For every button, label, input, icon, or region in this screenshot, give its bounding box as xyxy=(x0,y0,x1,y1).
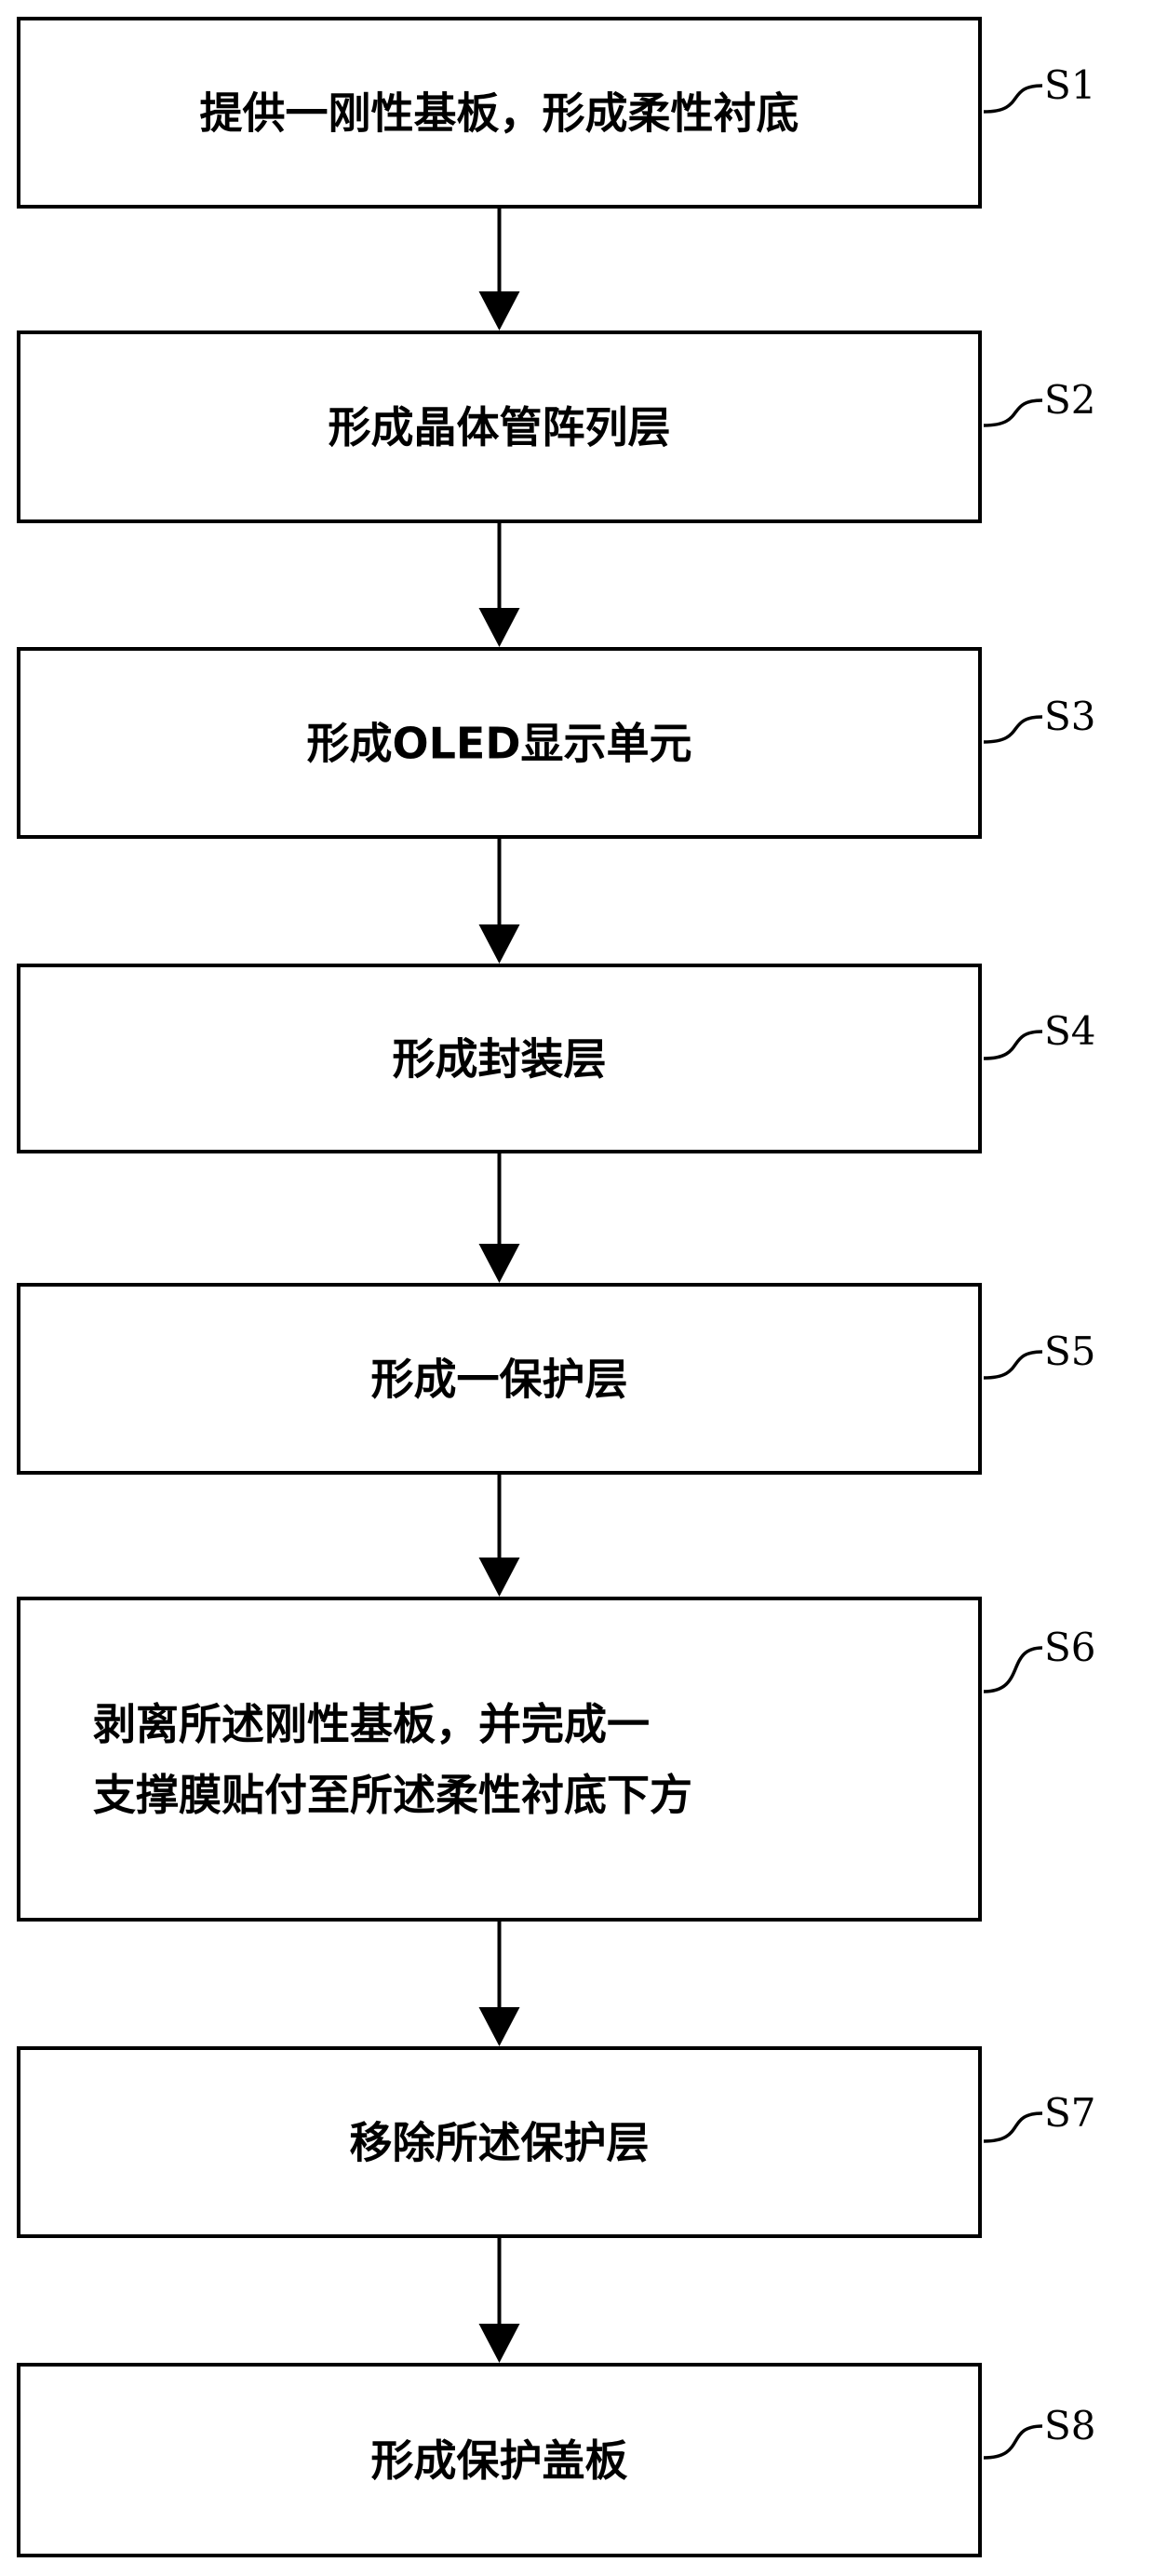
connector-arrow xyxy=(479,207,520,330)
step-text: 支撑膜贴付至所述柔性衬底下方 xyxy=(93,1770,692,1820)
connector-arrow xyxy=(479,2236,520,2363)
leader-line xyxy=(984,2426,1042,2458)
connector-arrow xyxy=(479,521,520,647)
step-text: 剥离所述刚性基板，并完成一 xyxy=(93,1699,650,1749)
arrowhead-icon xyxy=(479,1558,520,1597)
step-text: 移除所述保护层 xyxy=(350,2118,650,2168)
arrowhead-icon xyxy=(479,2324,520,2363)
leader-line xyxy=(984,86,1042,112)
step-s7: 移除所述保护层 S7 xyxy=(19,2048,1096,2236)
step-s8: 形成保护盖板 S8 xyxy=(19,2365,1096,2556)
step-text: 形成晶体管阵列层 xyxy=(329,402,671,452)
step-s5: 形成一保护层 S5 xyxy=(19,1285,1096,1473)
step-text: 形成一保护层 xyxy=(371,1355,628,1405)
connector-arrow xyxy=(479,1152,520,1283)
step-label: S2 xyxy=(1044,377,1096,423)
leader-line xyxy=(984,400,1042,425)
step-text: 形成封装层 xyxy=(393,1034,607,1085)
step-s3: 形成OLED显示单元 S3 xyxy=(19,649,1096,837)
arrowhead-icon xyxy=(479,1244,520,1283)
step-label: S1 xyxy=(1044,62,1096,108)
connector-arrow xyxy=(479,837,520,964)
step-s2: 形成晶体管阵列层 S2 xyxy=(19,332,1096,521)
leader-line xyxy=(984,1648,1042,1692)
step-label: S5 xyxy=(1044,1328,1096,1374)
arrowhead-icon xyxy=(479,291,520,330)
arrowhead-icon xyxy=(479,608,520,647)
step-text: 形成OLED显示单元 xyxy=(306,719,691,769)
arrowhead-icon xyxy=(479,924,520,964)
leader-line xyxy=(984,717,1042,742)
step-s4: 形成封装层 S4 xyxy=(19,965,1096,1152)
step-text: 提供一刚性基板，形成柔性衬底 xyxy=(200,88,799,139)
step-label: S8 xyxy=(1044,2403,1096,2448)
leader-line xyxy=(984,1352,1042,1378)
step-label: S7 xyxy=(1044,2090,1096,2136)
connector-arrow xyxy=(479,1920,520,2046)
step-text: 形成保护盖板 xyxy=(371,2435,628,2486)
step-label: S4 xyxy=(1044,1008,1096,1054)
step-label: S3 xyxy=(1044,694,1096,739)
step-label: S6 xyxy=(1044,1625,1096,1670)
connector-arrow xyxy=(479,1473,520,1597)
step-s6: 剥离所述刚性基板，并完成一支撑膜贴付至所述柔性衬底下方 S6 xyxy=(19,1598,1096,1920)
step-s1: 提供一刚性基板，形成柔性衬底 S1 xyxy=(19,19,1096,207)
leader-line xyxy=(984,2113,1042,2141)
arrowhead-icon xyxy=(479,2007,520,2046)
leader-line xyxy=(984,1032,1042,1059)
step-box xyxy=(19,1598,980,1920)
